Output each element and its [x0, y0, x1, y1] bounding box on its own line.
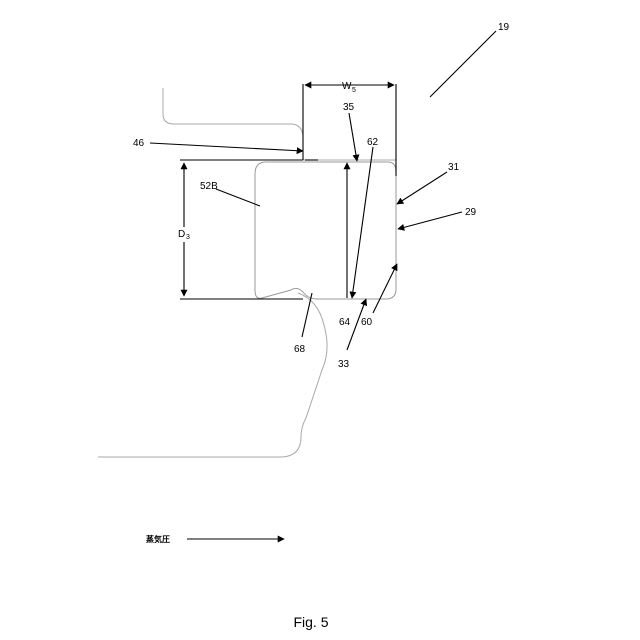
- ref-46: 46: [133, 138, 145, 149]
- seal-ring-body: [255, 162, 396, 299]
- leader-46: [150, 143, 303, 151]
- leader-19: [430, 31, 496, 97]
- pressure-label: 蒸気圧: [146, 534, 170, 544]
- lower-housing-outline: [98, 293, 327, 457]
- leader-31: [397, 172, 447, 204]
- upper-housing-outline: [163, 88, 303, 160]
- ref-68: 68: [294, 344, 306, 355]
- leader-68: [302, 293, 312, 337]
- leader-29: [398, 212, 462, 229]
- w5-subscript: 5: [352, 87, 356, 94]
- ref-62: 62: [367, 137, 379, 148]
- leader-52b: [216, 189, 260, 206]
- w5-label: W: [342, 81, 352, 92]
- ref-19: 19: [498, 22, 510, 33]
- ref-60: 60: [361, 317, 373, 328]
- leader-60: [373, 264, 397, 313]
- ref-64: 64: [339, 317, 351, 328]
- ref-29: 29: [465, 207, 477, 218]
- ref-33: 33: [338, 359, 350, 370]
- d3-label: D: [178, 229, 185, 240]
- leader-35: [349, 113, 357, 161]
- ref-52b: 52B: [200, 181, 218, 192]
- leader-62: [352, 147, 373, 298]
- ref-35: 35: [343, 102, 355, 113]
- figure-caption: Fig. 5: [293, 614, 328, 630]
- ref-31: 31: [448, 162, 460, 173]
- d3-subscript: 3: [186, 234, 190, 241]
